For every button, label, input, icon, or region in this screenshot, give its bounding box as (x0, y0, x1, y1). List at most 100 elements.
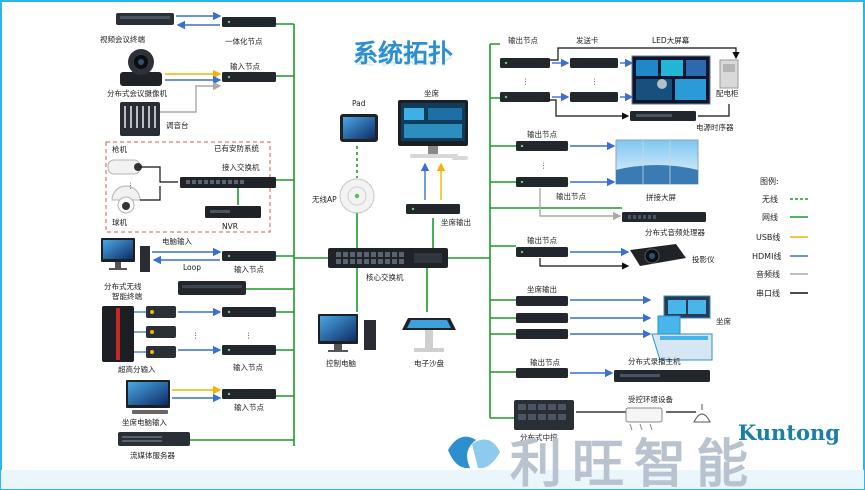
core-switch-label: 核心交换机 (366, 272, 404, 282)
ac-unit-icon (625, 407, 663, 431)
legend-item-audio: 音频线 (756, 269, 780, 279)
wireless-terminal (178, 281, 246, 295)
title-reflection: 系统拓扑 (353, 49, 453, 66)
footer-band (1, 470, 864, 489)
input-node-1 (222, 72, 276, 82)
output-node-mid2-label: 输出节点 (556, 191, 586, 201)
mixer (120, 102, 160, 136)
audio-processor-label: 分布式音频处理器 (645, 227, 705, 237)
recorder (614, 370, 710, 382)
seat-top-monitor (398, 100, 468, 160)
projector (630, 244, 686, 266)
sender-card-a (570, 58, 618, 68)
power-sequencer (630, 111, 696, 121)
pad-tablet (340, 114, 378, 142)
output-node-top-b (500, 92, 550, 102)
dots-hd: ⋮ (192, 331, 200, 340)
sender-card-label: 发送卡 (576, 35, 599, 45)
output-node-proj (516, 247, 568, 257)
access-switch (180, 177, 276, 188)
workstation (102, 306, 134, 362)
input-node-4-label: 输入节点 (234, 402, 264, 412)
output-node-mid-a (516, 141, 568, 151)
sand-table-label: 电子沙盘 (414, 358, 444, 368)
seat-right-label: 坐席 (716, 316, 731, 326)
bullet-cam-label: 枪机 (112, 144, 127, 154)
wireless-terminal-label-1: 分布式无线 (104, 281, 142, 291)
legend: 图例: 无线 网线 USB线 HDMI线 音频线 串口线 (752, 176, 808, 298)
led-screen-label: LED大屏幕 (652, 35, 690, 45)
wireless-ap-label: 无线AP (312, 194, 337, 204)
core-switch (328, 248, 448, 268)
legend-item-hdmi: HDMI线 (752, 251, 781, 261)
audio-processor (622, 212, 706, 222)
central-control (514, 400, 574, 430)
brand-en: Kuntong (738, 420, 840, 445)
legend-item-serial: 串口线 (756, 288, 780, 298)
splice-screen-label: 拼接大屏 (646, 192, 676, 202)
splice-screen (615, 139, 699, 185)
diagram-title: 系统拓扑 (353, 39, 453, 68)
hd-input-label: 超高分输入 (118, 364, 156, 374)
legend-item-usb: USB线 (756, 232, 780, 242)
dots-output-mid: ⋮ (540, 161, 548, 170)
central-control-label: 分布式中控 (520, 432, 558, 442)
seat-output-label: 坐席输出 (441, 217, 471, 227)
seat-output-right-c (516, 329, 568, 339)
integrated-node-label: 一体化节点 (225, 36, 263, 46)
output-node-mid-b (516, 177, 568, 187)
input-node-2-label: 输入节点 (234, 264, 264, 274)
brand-cn: 利旺智能 (510, 435, 758, 490)
pad-label: Pad (352, 99, 366, 108)
power-cabinet (719, 59, 739, 89)
pc-monitor (101, 238, 150, 272)
output-node-proj-label: 输出节点 (527, 235, 557, 245)
security-system-box (105, 141, 271, 233)
output-node-top-a (500, 58, 550, 68)
control-pc (318, 314, 376, 352)
input-node-4 (222, 389, 276, 399)
wireless-terminal-label-2: 智能终端 (112, 291, 142, 301)
dots-output-top: ⋮ (522, 77, 530, 86)
input-node-3b (222, 345, 276, 355)
output-node-mid-label: 输出节点 (527, 129, 557, 139)
seat-output-right-label: 坐席输出 (527, 284, 557, 294)
seat-output-right-b (516, 313, 568, 323)
video-terminal-label: 视频会议终端 (100, 34, 145, 44)
access-switch-label: 接入交换机 (222, 162, 260, 172)
input-node-1-label: 输入节点 (230, 61, 260, 71)
output-node-top-label: 输出节点 (508, 35, 538, 45)
pc-input-label: 电脑输入 (162, 236, 192, 246)
legend-item-network: 网线 (762, 212, 778, 222)
nvr-label: NVR (222, 222, 238, 231)
seat-output-node (406, 204, 460, 214)
projector-label: 投影仪 (692, 254, 715, 264)
env-device-label: 受控环境设备 (628, 394, 673, 404)
input-node-2 (222, 251, 276, 261)
wireless-ap (339, 178, 375, 214)
dots-security: ⋮ (127, 181, 135, 190)
capture-boxes (146, 306, 176, 358)
media-server-label: 流媒体服务器 (130, 450, 175, 460)
seat-pc (126, 380, 170, 414)
seat-console (651, 295, 713, 361)
sender-card-b (570, 92, 618, 102)
ptz-camera-label: 分布式会议摄像机 (107, 88, 167, 98)
dots-hd-nodes: ⋮ (245, 331, 253, 340)
dots-sender: ⋮ (591, 77, 599, 86)
power-sequencer-label: 电源时序器 (696, 122, 734, 132)
seat-top-label: 坐席 (424, 88, 439, 98)
seat-pc-input-label: 坐席电脑输入 (122, 417, 167, 427)
sand-table (402, 318, 456, 352)
input-node-3-label: 输入节点 (233, 362, 263, 372)
recorder-label: 分布式录播主机 (628, 356, 681, 366)
power-cabinet-label: 配电柜 (716, 88, 739, 98)
loop-label: Loop (183, 263, 201, 272)
mixer-label: 调音台 (166, 120, 189, 130)
legend-title: 图例: (760, 176, 779, 186)
brand-logo (448, 436, 500, 469)
dome-camera (111, 185, 141, 214)
security-box-label: 已有安防系统 (214, 143, 259, 153)
